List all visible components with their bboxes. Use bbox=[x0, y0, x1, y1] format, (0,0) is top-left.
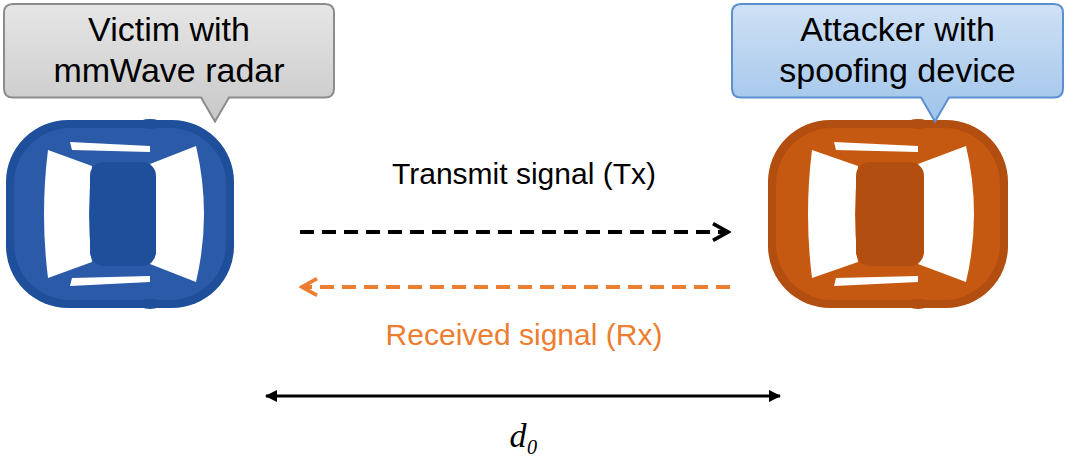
distance-label: d₀ bbox=[510, 417, 539, 455]
signal-label: Received signal (Rx) bbox=[386, 318, 663, 352]
distance-arrow bbox=[266, 395, 780, 398]
attacker-car bbox=[768, 119, 1008, 309]
victim-callout: Victim with mmWave radar bbox=[3, 3, 335, 99]
callout-text: Victim with mmWave radar bbox=[23, 9, 315, 91]
attacker-callout: Attacker with spoofing device bbox=[731, 3, 1064, 99]
callout-text: Attacker with spoofing device bbox=[751, 9, 1044, 91]
signal-label: Transmit signal (Tx) bbox=[392, 157, 656, 191]
rx-arrow bbox=[302, 285, 730, 289]
tx-arrow bbox=[300, 230, 728, 234]
victim-car bbox=[6, 119, 234, 309]
